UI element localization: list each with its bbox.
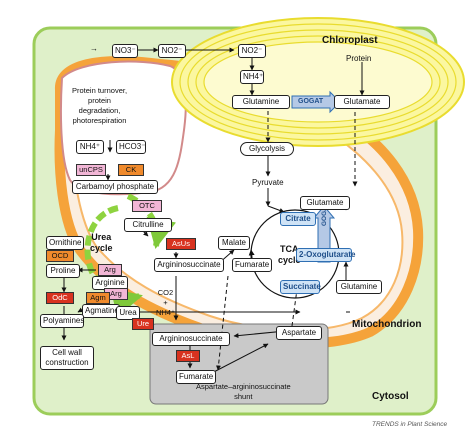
chloroplast-label: Chloroplast bbox=[322, 35, 378, 46]
agm-enzyme: Agm bbox=[86, 292, 110, 304]
glutamine-chloroplast: Glutamine bbox=[232, 95, 290, 109]
pyruvate: Pyruvate bbox=[252, 178, 284, 187]
ornithine: Ornithine bbox=[46, 236, 84, 250]
no2-cytosol: NO2⁻ bbox=[158, 44, 186, 58]
citrate: Citrate bbox=[280, 212, 316, 226]
carbamoyl-phosphate: Carbamoyl phosphate bbox=[72, 180, 158, 194]
nh4-chloroplast: NH4⁺ bbox=[240, 70, 264, 84]
cell-wall-construction: Cell wall construction bbox=[40, 346, 94, 370]
cytosol-label: Cytosol bbox=[372, 391, 409, 402]
no3-external: NO3⁻ bbox=[112, 44, 138, 58]
asus-enzyme: AsUs bbox=[166, 238, 196, 250]
urea-cycle-label: Urea cycle bbox=[90, 232, 113, 253]
protein-turnover-text: Protein turnover, protein degradation, p… bbox=[72, 86, 128, 125]
tca-cycle-label: TCA cycle bbox=[278, 244, 301, 265]
malate: Malate bbox=[218, 236, 250, 250]
otc-enzyme: OTC bbox=[132, 200, 162, 212]
fumarate-tca: Fumarate bbox=[232, 258, 272, 272]
ocd-enzyme: OCD bbox=[46, 250, 74, 262]
protein-label: Protein bbox=[346, 54, 372, 63]
succinate: Succinate bbox=[280, 280, 321, 294]
glutamine-mitochondrial: Glutamine bbox=[336, 280, 382, 294]
asl-enzyme: AsL bbox=[176, 350, 200, 362]
polyamines: Polyamines bbox=[40, 314, 84, 328]
oxoglutarate: 2-Oxoglutarate bbox=[296, 248, 355, 262]
agmatine: Agmatine bbox=[82, 304, 120, 318]
glutamate-chloroplast: Glutamate bbox=[334, 95, 390, 109]
argininosuccinate-upper: Argininosuccinate bbox=[154, 258, 224, 272]
glutamate-mitochondrial: Glutamate bbox=[300, 196, 350, 210]
co2-nh4: CO2 + NH4⁺ bbox=[156, 288, 175, 317]
urea: Urea bbox=[116, 306, 140, 320]
ck-enzyme: CK bbox=[118, 164, 144, 176]
credit: TRENDS in Plant Science bbox=[372, 421, 448, 428]
hco3: HCO3⁻ bbox=[116, 140, 146, 154]
argininosuccinate-lower: Argininosuccinate bbox=[152, 332, 230, 346]
glycolysis: Glycolysis bbox=[240, 142, 294, 156]
proline: Proline bbox=[46, 264, 80, 278]
gogat-chloroplast: GOGAT bbox=[298, 98, 324, 105]
no2-chloroplast: NO2⁻ bbox=[238, 44, 266, 58]
uncps-enzyme: unCPS bbox=[76, 164, 106, 176]
arg-enzyme-1: Arg bbox=[98, 264, 122, 276]
aspartate: Aspartate bbox=[276, 326, 322, 340]
shunt-label: Aspartate–argininosuccinate shunt bbox=[196, 382, 291, 401]
citrulline: Citrulline bbox=[124, 218, 172, 232]
arg-enzyme-2: Arg bbox=[104, 288, 128, 300]
fumarate-shunt: Fumarate bbox=[176, 370, 216, 384]
odc-enzyme: OdC bbox=[46, 292, 74, 304]
mitochondrion-label: Mitochondrion bbox=[352, 319, 422, 330]
protein-turnover-region bbox=[59, 60, 187, 196]
nh4-mitochondrial: NH4⁺ bbox=[76, 140, 104, 154]
ure-enzyme: Ure bbox=[132, 318, 154, 330]
arrow-in-icon: → bbox=[90, 44, 98, 53]
